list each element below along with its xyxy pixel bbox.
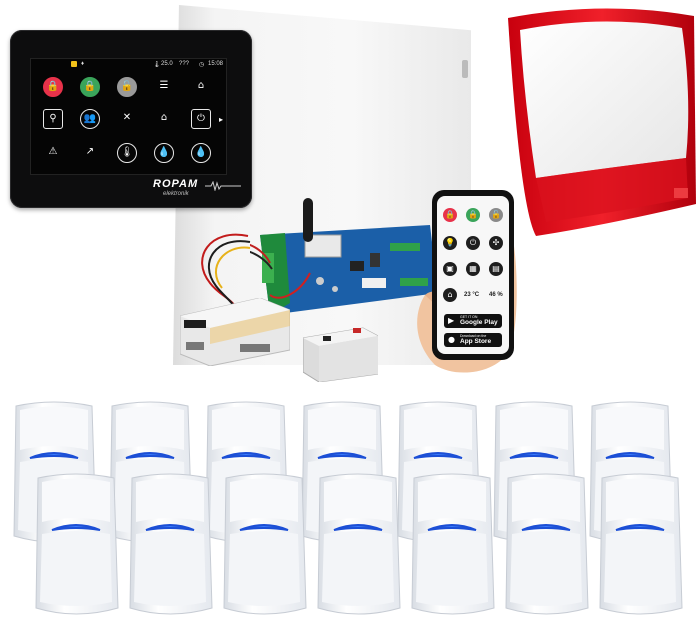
pir-motion-detector <box>35 473 119 615</box>
pir-motion-detector <box>505 473 589 615</box>
outdoor-siren <box>508 8 696 237</box>
chevron-right-icon[interactable]: ▸ <box>219 115 224 124</box>
ropam-logo: ROPAM elektronik <box>153 178 243 202</box>
settings-house-icon[interactable]: ⌂ <box>160 112 168 123</box>
water-drop-icon[interactable]: 💧 <box>191 143 211 163</box>
keypad-time: 15:08 <box>208 61 224 67</box>
power-icon[interactable]: ⏻ <box>191 109 211 129</box>
clock-icon: ◷ <box>199 62 205 68</box>
arm-icon[interactable]: 🔒 <box>443 208 457 222</box>
backup-battery <box>303 327 378 382</box>
tools-icon[interactable]: ✕ <box>122 112 132 123</box>
disarm-icon[interactable]: 🔓 <box>489 208 503 222</box>
bell-icon: ♦ <box>81 61 85 67</box>
bulb-icon[interactable]: 💡 <box>443 236 457 250</box>
expander-module <box>180 298 290 366</box>
enclosure-latch <box>462 60 468 78</box>
notification-icon <box>71 61 77 67</box>
pir-motion-detector <box>599 473 683 615</box>
list-icon[interactable]: ☰ <box>159 80 169 91</box>
garage-icon[interactable]: ▤ <box>489 262 503 276</box>
pir-motion-detector <box>411 473 495 615</box>
lock-armed-icon[interactable]: 🔒 <box>43 77 63 97</box>
keypad-status-extra: ??? <box>179 61 190 67</box>
keypad-temperature: 25.0 <box>161 61 173 67</box>
chart-icon[interactable]: ↗ <box>85 146 95 157</box>
lock-disarmed-icon[interactable]: 🔓 <box>117 77 137 97</box>
house-icon[interactable]: ⌂ <box>443 288 457 302</box>
alert-icon[interactable]: ⚠ <box>48 146 58 157</box>
keypad-screen: ♦ 🌡 25.0 ??? ◷ 15:08 🔒 🔒 🔓 ☰ ⌂ ⚲ 👥 ✕ ⌂ ⏻… <box>30 58 227 175</box>
play-store-icon: ▶ <box>448 316 455 325</box>
gsm-antenna <box>303 198 313 242</box>
lock-partial-icon[interactable]: 🔒 <box>80 77 100 97</box>
power-outlet-icon[interactable]: ⏻ <box>466 236 480 250</box>
pir-motion-detector <box>317 473 401 615</box>
home-icon[interactable]: ⌂ <box>197 80 205 91</box>
partial-arm-icon[interactable]: 🔒 <box>466 208 480 222</box>
keypad-status-bar: ♦ 🌡 25.0 ??? ◷ 15:08 <box>31 59 226 71</box>
fan-icon[interactable]: ✣ <box>489 236 503 250</box>
gate-icon[interactable]: ▦ <box>466 262 480 276</box>
search-icon[interactable]: ⚲ <box>43 109 63 129</box>
users-icon[interactable]: 👥 <box>80 109 100 129</box>
camera-icon[interactable]: ▣ <box>443 262 457 276</box>
hygrometer-icon[interactable]: 💧 <box>154 143 174 163</box>
logo-waveform-icon <box>205 181 241 191</box>
phone-screen: 🔒 🔒 🔓 💡 ⏻ ✣ ▣ ▦ ▤ ⌂ 23 °C 46 % ▶ GET IT … <box>437 196 509 354</box>
app-store-badge[interactable]: ● Download on the App Store <box>444 333 502 347</box>
pir-motion-detector <box>129 473 213 615</box>
google-play-badge[interactable]: ▶ GET IT ON Google Play <box>444 314 502 328</box>
phone-humidity: 46 % <box>489 292 503 298</box>
pir-motion-detector <box>223 473 307 615</box>
thermometer-status-icon: 🌡 <box>153 62 161 68</box>
touch-keypad: ♦ 🌡 25.0 ??? ◷ 15:08 🔒 🔒 🔓 ☰ ⌂ ⚲ 👥 ✕ ⌂ ⏻… <box>10 30 252 208</box>
apple-icon: ● <box>448 335 455 344</box>
control-board <box>250 225 438 315</box>
wiring <box>201 233 251 307</box>
phone-temperature: 23 °C <box>464 292 480 298</box>
thermometer-icon[interactable]: 🌡 <box>117 143 137 163</box>
